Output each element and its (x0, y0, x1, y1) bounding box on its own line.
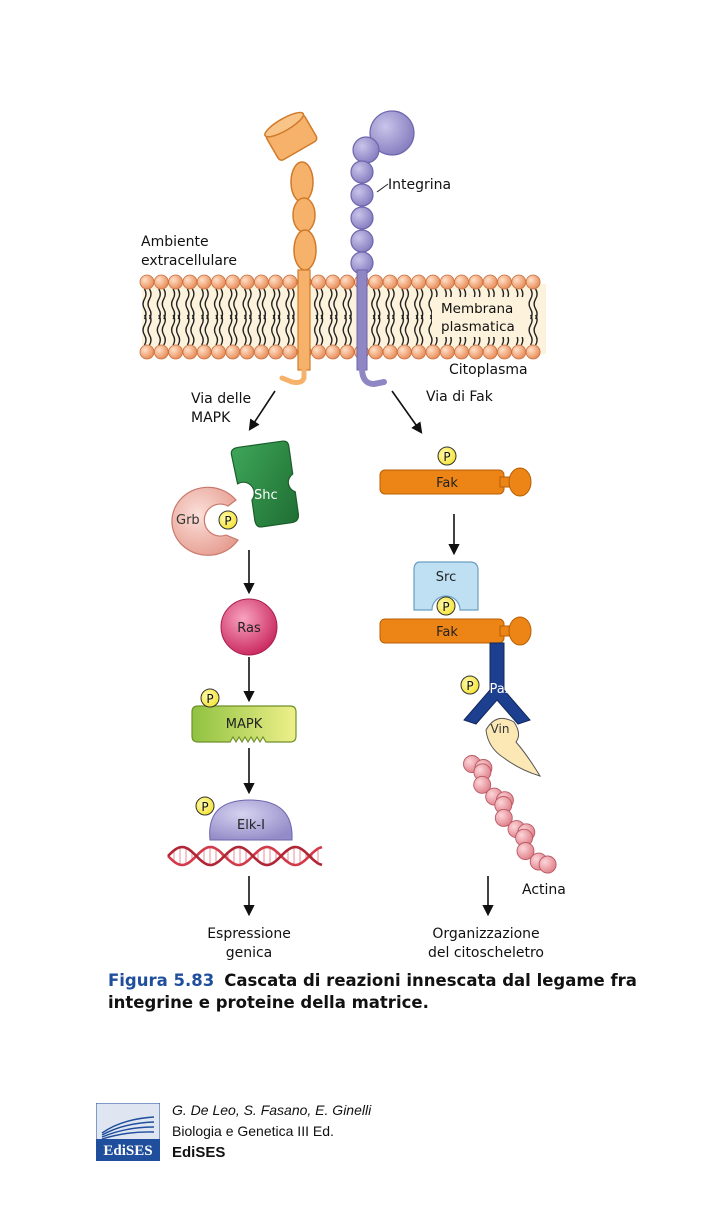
orange-receptor (264, 111, 318, 385)
organizzazione-label-1: Organizzazione (432, 926, 539, 942)
ras-protein: Ras (220, 598, 278, 656)
via-mapk-label-2: MAPK (191, 410, 231, 426)
pax-label: Pax (490, 682, 513, 697)
shc-protein: Shc (230, 440, 300, 528)
fak-protein-2: Fak (379, 616, 532, 646)
paxillin-protein: Pax (463, 642, 531, 725)
actin-filament (463, 755, 557, 874)
via-fak-label: Via di Fak (426, 389, 494, 405)
src-label: Src (436, 570, 456, 585)
fak-protein-1: Fak (379, 467, 532, 497)
svg-text:EdiSES: EdiSES (103, 1143, 152, 1159)
membrana-label-1: Membrana (441, 301, 513, 317)
ras-label: Ras (237, 621, 261, 636)
figure-number: Figura 5.83 (108, 971, 215, 990)
elk1-label: Elk-I (237, 818, 265, 833)
lipid-tails (142, 288, 538, 346)
membrane-label-backdrop (432, 297, 524, 337)
svg-text:P: P (442, 600, 449, 614)
espressione-label-2: genica (226, 945, 273, 960)
espressione-label-1: Espressione (207, 926, 291, 942)
arrow-to-fak-pathway (391, 390, 423, 434)
src-protein: Src (413, 561, 479, 611)
svg-text:P: P (443, 450, 450, 464)
membrana-label-2: plasmatica (441, 319, 515, 335)
grb-label: Grb (176, 513, 200, 528)
ambiente-label-1: Ambiente (141, 234, 209, 250)
integrin-receptor (350, 110, 415, 388)
svg-text:P: P (201, 800, 208, 814)
actina-label: Actina (522, 882, 566, 898)
elk1-protein: Elk-I (209, 799, 293, 841)
ambiente-label-2: extracellulare (141, 253, 237, 269)
authors: G. De Leo, S. Fasano, E. Ginelli (172, 1102, 372, 1118)
citoplasma-label: Citoplasma (449, 362, 528, 378)
fak1-phosphate: P (437, 446, 457, 466)
vin-label: Vin (491, 722, 510, 736)
mapk-label: MAPK (226, 717, 263, 732)
fak-label-1: Fak (436, 476, 458, 491)
organizzazione-label-2: del citoscheletro (428, 945, 544, 960)
pax-phosphate: P (460, 675, 480, 695)
arrow-to-mapk-pathway (248, 390, 276, 431)
fak-label-2: Fak (436, 625, 458, 640)
svg-text:P: P (466, 679, 473, 693)
integrin-signaling-diagram: Integrina Ambiente extracellulare Membra… (139, 110, 566, 960)
grb-phosphate: P (218, 510, 238, 530)
integrina-leader-line (376, 183, 389, 193)
book-title: Biologia e Genetica III Ed. (172, 1123, 334, 1139)
lipid-heads-inner (139, 344, 541, 360)
dna-helix (167, 845, 323, 867)
elk1-phosphate: P (195, 796, 215, 816)
publisher-name: EdiSES (172, 1144, 226, 1161)
edises-logo: EdiSES (96, 1103, 160, 1161)
integrina-label: Integrina (388, 177, 451, 193)
shc-label: Shc (254, 488, 278, 503)
src-phosphate: P (436, 596, 456, 616)
mapk-phosphate: P (200, 688, 220, 708)
svg-text:P: P (206, 692, 213, 706)
via-mapk-label-1: Via delle (191, 391, 251, 407)
figure-caption-text: Cascata di reazioni innescata dal legame… (108, 971, 637, 1012)
vinculin-protein: Vin (485, 717, 542, 777)
mapk-protein: MAPK (191, 705, 297, 744)
svg-text:P: P (224, 514, 231, 528)
book-credits: G. De Leo, S. Fasano, E. Ginelli Biologi… (172, 1100, 572, 1163)
grb-protein: Grb (171, 486, 239, 556)
